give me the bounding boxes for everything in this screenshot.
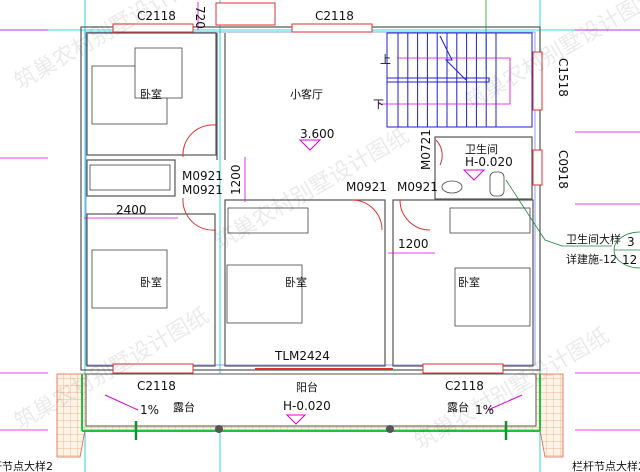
svg-text:C2118: C2118 [445, 379, 484, 393]
svg-text:C0918: C0918 [556, 150, 570, 189]
wardrobe [449, 207, 531, 234]
room-label: 露台 [447, 400, 469, 414]
svg-text:C2118: C2118 [315, 9, 354, 23]
svg-text:C2118: C2118 [137, 379, 176, 393]
sink-icon [441, 180, 463, 194]
window-c1518 [532, 51, 543, 111]
window-c2118-bottom-left [112, 363, 194, 374]
svg-text:1200: 1200 [229, 164, 243, 195]
staircase [378, 32, 533, 128]
svg-text:720: 720 [193, 6, 207, 29]
doors [182, 124, 443, 231]
stair-up-label: 上 [380, 53, 391, 66]
svg-text:M0921: M0921 [397, 180, 438, 194]
dimension-lines [84, 2, 435, 254]
room-label: 小客厅 [290, 87, 323, 101]
bed [454, 267, 531, 327]
window-c2118-bottom-right [422, 363, 504, 374]
svg-text:C1518: C1518 [556, 58, 570, 97]
svg-text:C2118: C2118 [137, 9, 176, 23]
room-label: 阳台 [296, 380, 318, 394]
window-c0918 [532, 149, 543, 186]
svg-text:2400: 2400 [116, 203, 147, 217]
svg-text:M0921: M0921 [346, 180, 387, 194]
svg-text:M0721: M0721 [419, 129, 433, 170]
wardrobe [89, 164, 171, 191]
svg-text:卫生间大样: 卫生间大样 [566, 232, 621, 246]
elevation-label: H-0.020 [283, 399, 331, 413]
svg-text:1%: 1% [140, 403, 159, 417]
drain-icon [386, 425, 394, 433]
labels: 卧室 卧室 卧室 卧室 小客厅 3.600 卫生间 H-0.020 阳台 H-0… [116, 6, 570, 417]
railing-note: 栏杆节点大样2 [572, 459, 640, 472]
svg-text:TLM2424: TLM2424 [274, 349, 330, 363]
room-label: 卧室 [458, 275, 480, 289]
svg-text:1200: 1200 [398, 237, 429, 251]
windows [112, 2, 543, 374]
wardrobe [227, 207, 309, 234]
room-label: 卧室 [285, 275, 307, 289]
bed [226, 264, 303, 324]
window-c2118-top [291, 23, 373, 33]
elevation-label: H-0.020 [465, 155, 513, 169]
toilet-icon [489, 171, 505, 197]
svg-text:1%: 1% [475, 403, 494, 417]
room-label: 卧室 [140, 87, 162, 101]
room-label: 露台 [173, 400, 195, 414]
svg-text:筑巢农村别墅设计图纸: 筑巢农村别墅设计图纸 [461, 0, 640, 115]
elevation-label: 3.600 [300, 127, 334, 141]
svg-text:M0921: M0921 [182, 169, 223, 183]
room-label: 卫生间 [465, 142, 498, 156]
stair-down-label: 下 [373, 98, 384, 111]
room-label: 卧室 [140, 275, 162, 289]
svg-text:3: 3 [627, 235, 635, 249]
furniture [89, 47, 531, 425]
window-top-small [215, 2, 276, 26]
railing-note: 栏杆节点大样2 [0, 459, 53, 472]
detail-callout: 卫生间大样 详建施-12 3 12 [505, 179, 640, 269]
svg-text:M0921: M0921 [182, 183, 223, 197]
svg-text:12: 12 [622, 253, 637, 267]
bed [91, 249, 168, 309]
svg-text:详建施-12: 详建施-12 [566, 252, 617, 266]
drain-icon [215, 425, 223, 433]
window-c2118-top-left [112, 23, 194, 33]
terrace [56, 373, 564, 458]
